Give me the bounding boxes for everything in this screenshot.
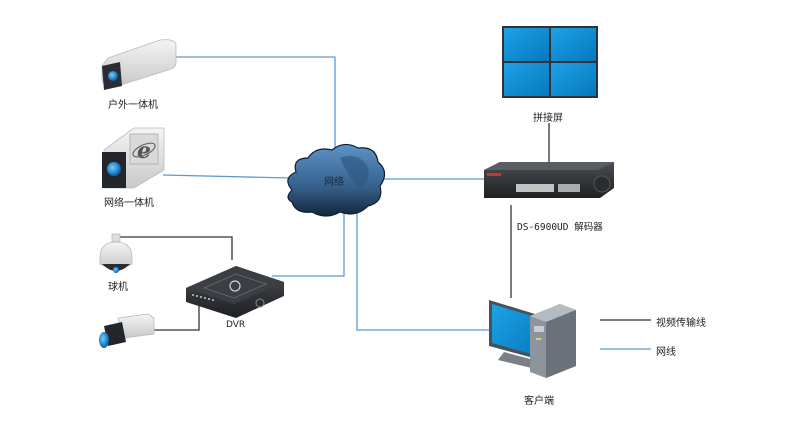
line-dome-to-dvr xyxy=(120,236,233,260)
dome-camera-label: 球机 xyxy=(108,282,128,293)
legend-network-label: 网线 xyxy=(656,347,676,358)
video-wall-label: 拼接屏 xyxy=(533,113,563,124)
line-network-camera-to-cloud xyxy=(162,174,291,179)
dvr-label: DVR xyxy=(226,320,246,330)
decoder-rack-icon xyxy=(484,162,614,198)
line-cloud-to-client xyxy=(356,212,490,331)
box-camera-icon xyxy=(99,313,155,348)
outdoor-camera-label: 户外一体机 xyxy=(108,100,158,111)
outdoor-bullet-camera-icon xyxy=(101,39,177,90)
video-wall-icon xyxy=(502,26,598,98)
cloud-icon xyxy=(287,143,386,217)
client-pc-icon xyxy=(489,300,576,378)
legend xyxy=(600,319,651,350)
line-outdoor-camera-to-cloud xyxy=(176,56,336,150)
decoder-label: DS-6900UD 解码器 xyxy=(517,222,603,233)
cloud-label: 网络 xyxy=(324,177,344,188)
client-label: 客户端 xyxy=(524,396,554,407)
svg-text:e: e xyxy=(137,138,151,164)
dome-camera-icon xyxy=(99,233,133,273)
ie-network-camera-icon: e xyxy=(102,127,165,189)
line-dvr-to-cloud xyxy=(272,212,345,277)
network-lines xyxy=(162,56,490,331)
network-camera-label: 网络一体机 xyxy=(104,198,154,209)
legend-video-label: 视频传输线 xyxy=(656,318,706,329)
video-lines xyxy=(120,123,550,331)
line-box-camera-to-dvr xyxy=(154,301,200,331)
dvr-icon xyxy=(186,266,284,318)
